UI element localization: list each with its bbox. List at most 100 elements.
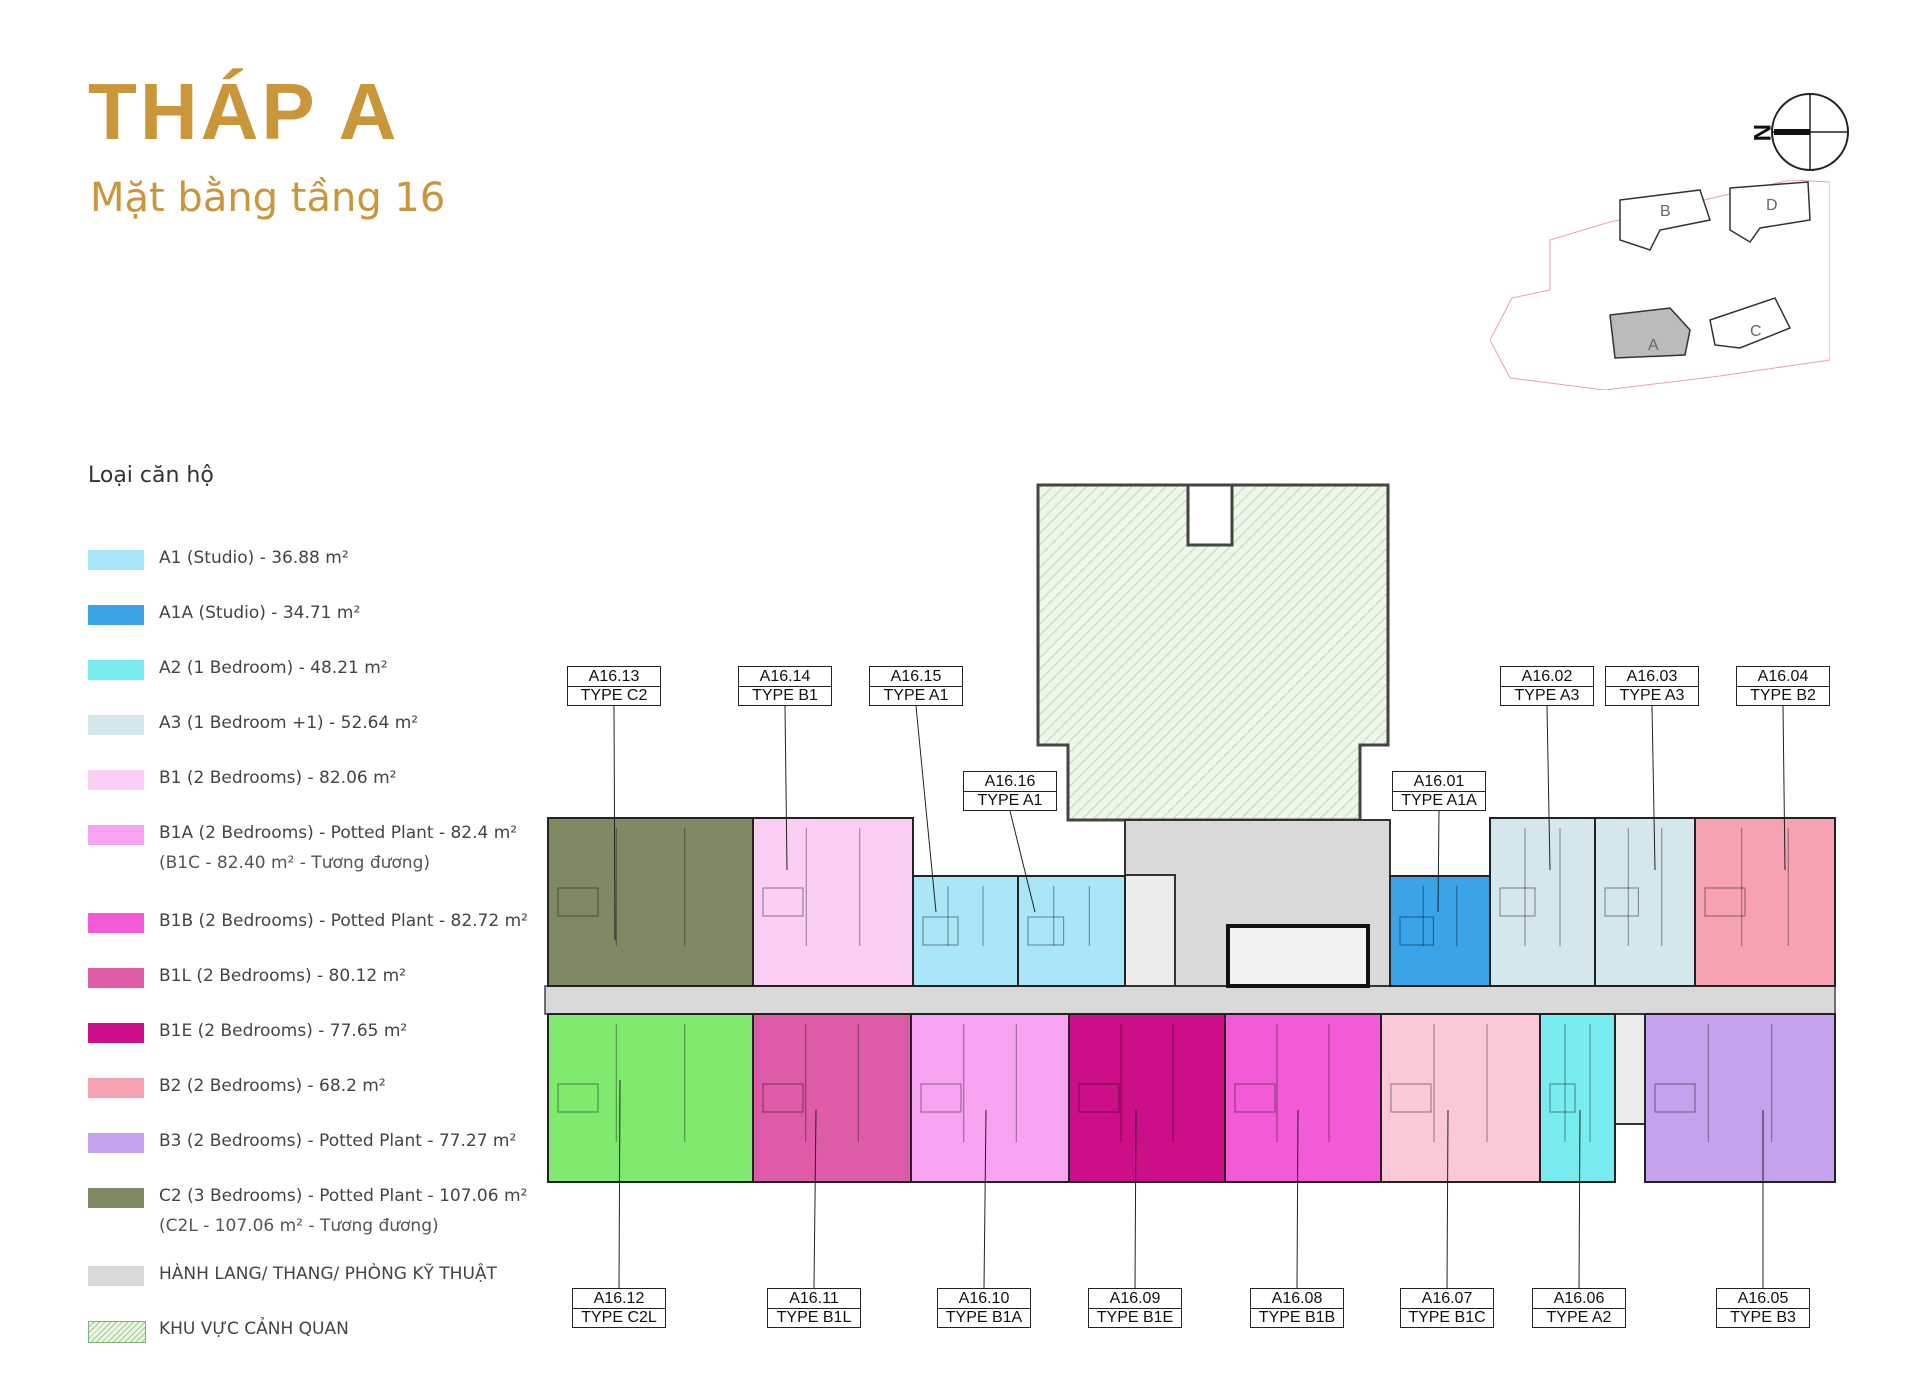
bed-icon: [922, 916, 959, 946]
unit-A16-16[interactable]: [1017, 875, 1126, 987]
unit-A16-11[interactable]: [752, 1013, 912, 1183]
legend-swatch: [88, 968, 144, 988]
unit-type: TYPE B1B: [1251, 1308, 1343, 1327]
unit-A16-01[interactable]: [1389, 875, 1491, 987]
corridor: [544, 985, 1836, 1015]
bed-icon: [762, 1083, 804, 1113]
unit-A16-05[interactable]: [1644, 1013, 1836, 1183]
unit-type: TYPE B1L: [768, 1308, 860, 1327]
leader-line: [1651, 705, 1656, 871]
unit-A16-02[interactable]: [1489, 817, 1596, 987]
bed-icon: [1078, 1083, 1120, 1113]
site-block-c: C: [1750, 323, 1762, 340]
leader-line: [915, 705, 937, 913]
leader-line: [983, 1109, 987, 1289]
legend-label: A1 (Studio) - 36.88 m²: [159, 548, 349, 568]
unit-id: A16.01: [1413, 773, 1465, 790]
unit-type: TYPE B1E: [1089, 1308, 1181, 1327]
leader-line: [813, 1109, 817, 1289]
legend-item: KHU VỰC CẢNH QUAN: [88, 1319, 558, 1343]
unit-A16-15[interactable]: [912, 875, 1019, 987]
legend-item: C2 (3 Bedrooms) - Potted Plant - 107.06 …: [88, 1186, 558, 1236]
unit-type: TYPE B1: [739, 686, 831, 705]
unit-A16-13[interactable]: [547, 817, 754, 987]
unit-id: A16.08: [1271, 1290, 1323, 1307]
unit-id: A16.09: [1109, 1290, 1161, 1307]
legend-label: B1A (2 Bedrooms) - Potted Plant - 82.4 m…: [159, 823, 518, 843]
site-block-b: B: [1660, 203, 1671, 220]
unit-id: A16.11: [789, 1290, 839, 1307]
bed-icon: [1027, 916, 1065, 946]
unit-type: TYPE C2: [568, 686, 660, 705]
leader-line: [618, 1079, 621, 1289]
unit-id: A16.04: [1757, 668, 1809, 685]
leader-line: [1437, 810, 1440, 913]
bed-icon: [1399, 916, 1434, 946]
bed-icon: [1549, 1083, 1576, 1113]
unit-type: TYPE C2L: [573, 1308, 665, 1327]
legend-item: A1 (Studio) - 36.88 m²: [88, 548, 558, 572]
bed-icon: [1499, 887, 1536, 917]
unit-id: A16.10: [958, 1290, 1010, 1307]
legend-swatch: [88, 1266, 144, 1286]
unit-id: A16.12: [593, 1290, 645, 1307]
unit-A16-08[interactable]: [1224, 1013, 1382, 1183]
unit-A16-14[interactable]: [752, 817, 914, 987]
unit-A16-03[interactable]: [1594, 817, 1696, 987]
unit-A16-07[interactable]: [1380, 1013, 1541, 1183]
legend-item: B1 (2 Bedrooms) - 82.06 m²: [88, 768, 558, 792]
legend-label: B1B (2 Bedrooms) - Potted Plant - 82.72 …: [159, 911, 528, 931]
unit-A16-06[interactable]: [1539, 1013, 1616, 1183]
legend-swatch: [88, 825, 144, 845]
unit-id: A16.05: [1737, 1290, 1789, 1307]
legend-item: A2 (1 Bedroom) - 48.21 m²: [88, 658, 558, 682]
legend-item: B1A (2 Bedrooms) - Potted Plant - 82.4 m…: [88, 823, 558, 873]
unit-id: A16.16: [984, 773, 1036, 790]
legend-swatch: [88, 1078, 144, 1098]
bed-icon: [557, 1083, 599, 1113]
bed-icon: [1654, 1083, 1696, 1113]
unit-A16-09[interactable]: [1068, 1013, 1226, 1183]
site-map: B D A C: [1490, 180, 1830, 390]
unit-type: TYPE A1A: [1393, 791, 1485, 810]
bed-icon: [1390, 1083, 1432, 1113]
unit-A16-04[interactable]: [1694, 817, 1836, 987]
legend-swatch: [88, 605, 144, 625]
page-subtitle: Mặt bằng tầng 16: [90, 175, 446, 221]
leader-line: [1782, 705, 1786, 871]
legend-item: B1E (2 Bedrooms) - 77.65 m²: [88, 1021, 558, 1045]
unit-A16-12[interactable]: [547, 1013, 754, 1183]
unit-id: A16.06: [1553, 1290, 1605, 1307]
page-title: THÁP A: [88, 67, 400, 156]
legend-label: B1 (2 Bedrooms) - 82.06 m²: [159, 768, 397, 788]
leader-line: [1009, 810, 1036, 913]
legend-label: KHU VỰC CẢNH QUAN: [159, 1319, 349, 1339]
unit-id: A16.07: [1421, 1290, 1473, 1307]
legend-swatch: [88, 550, 144, 570]
unit-id: A16.14: [759, 668, 811, 685]
legend-item: B2 (2 Bedrooms) - 68.2 m²: [88, 1076, 558, 1100]
legend-swatch: [88, 660, 144, 680]
elevator-lobby: [1226, 924, 1370, 988]
legend-item: A1A (Studio) - 34.71 m²: [88, 603, 558, 627]
leader-line: [1296, 1109, 1299, 1289]
unit-A16-10[interactable]: [910, 1013, 1070, 1183]
legend-swatch: [88, 1023, 144, 1043]
legend-item: B1B (2 Bedrooms) - Potted Plant - 82.72 …: [88, 911, 558, 935]
